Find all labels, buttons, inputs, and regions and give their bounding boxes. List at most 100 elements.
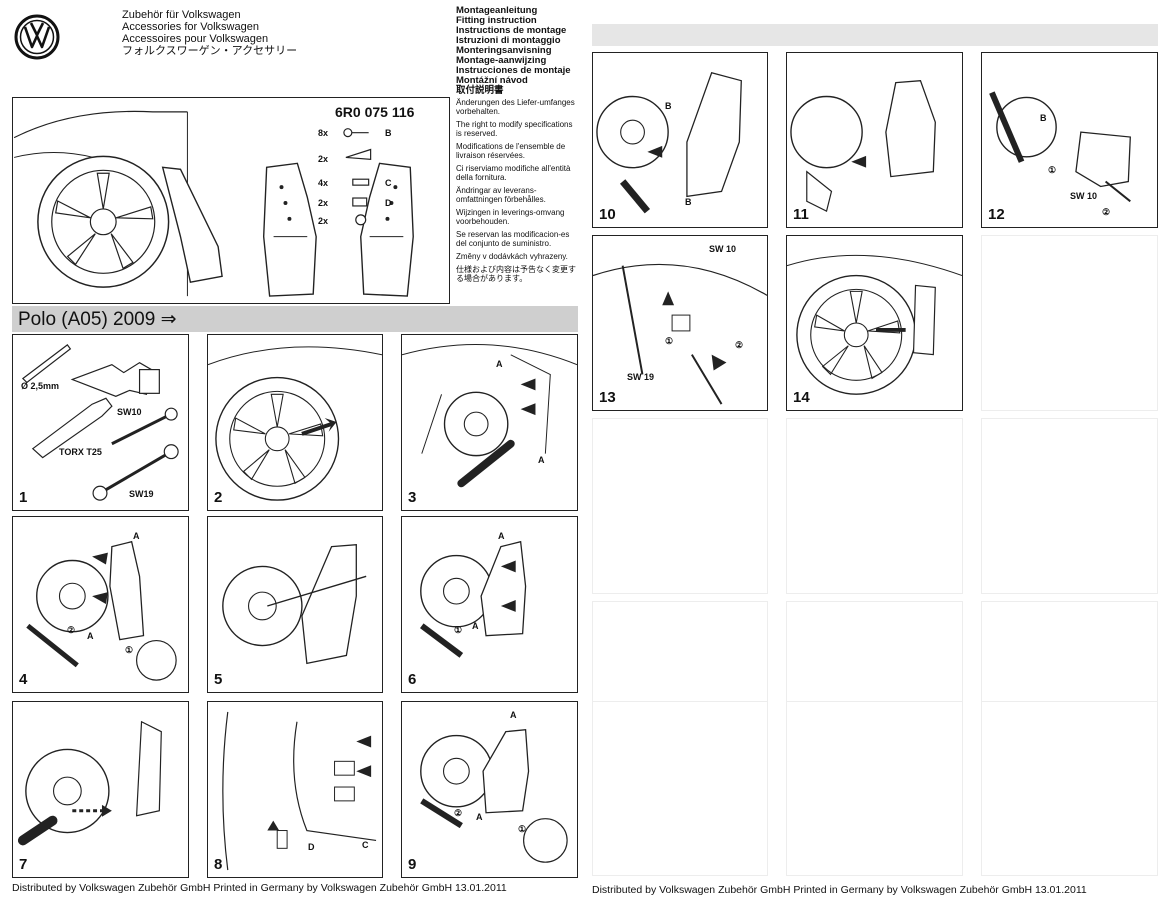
overview-panel: 6R0 075 116 8x B 2x 4x C 2x D 2x [12,97,450,304]
step-number: 14 [793,389,810,406]
instructions-title: Montageanleitung Fitting instruction Ins… [456,6,580,96]
part-row: 2x [318,198,329,208]
step-number: 1 [19,489,28,506]
label-circle-1: ① [665,336,674,346]
step-panel-4: A A ② ① 4 [12,516,189,693]
part-row: 2x [318,216,329,226]
rear-screw-illustration [790,80,936,213]
label-b: B [1040,113,1047,123]
part-letter: B [385,128,392,138]
note: Změny v dodávkách vyhrazeny. [456,252,568,261]
step-number: 11 [793,206,809,223]
label-a: A [476,812,483,822]
step-number: 9 [408,856,417,873]
step-number: 13 [599,389,616,406]
ghost-panel [981,601,1158,777]
instr-line: Montageanleitung [456,5,538,16]
step-panel-6: A A ① 6 [401,516,578,693]
step-panel-13: SW 10 SW 19 ① ② 13 [592,235,768,411]
instr-line: 取付説明書 [456,85,504,96]
part-row: 2x [318,154,329,164]
step-number: 10 [599,206,616,223]
ghost-panel [786,601,963,777]
part-letter: D [385,198,392,208]
label-circle-1: ① [518,824,527,834]
step-number: 5 [214,671,223,688]
label-a: A [510,710,517,720]
label-a: A [472,621,479,631]
tool-torx-label: TORX T25 [59,447,102,457]
inner-clip-illustration [593,263,767,405]
rear-nut-illustration [989,91,1131,203]
label-circle-1: ① [1048,165,1057,175]
note: Se reservan las modificacion-es del conj… [456,230,570,248]
label-circle-1: ① [454,625,463,635]
rear-mudflap-illustration [420,728,568,863]
ghost-panel [592,418,768,594]
ghost-panel [592,701,768,876]
step-panel-5: 5 [207,516,383,693]
label-d: D [308,842,315,852]
label-circle-2: ② [735,340,744,350]
wheel-refit-illustration [17,720,162,846]
vw-logo [14,14,60,60]
step-panel-14: 14 [786,235,963,411]
brand-line: Zubehör für Volkswagen [122,9,241,21]
model-banner: Polo (A05) 2009 ⇒ [12,306,578,332]
notes-column: Änderungen des Liefer-umfanges vorbehalt… [456,98,578,287]
tool-drill-label: Ø 2,5mm [21,381,60,391]
tool-sw19-label: SW19 [129,489,154,499]
tools-illustration [21,344,179,501]
rear-bolt-illustration [596,71,742,214]
step-number: 6 [408,671,417,688]
ghost-panel [592,601,768,777]
right-header-banner [592,24,1158,46]
footer-left: Distributed by Volkswagen Zubehör GmbH P… [12,882,507,894]
brand-line: Accessoires pour Volkswagen [122,33,269,45]
ghost-panel [981,418,1158,594]
step-panel-9: A A ② ① 9 [401,701,578,878]
label-a: A [87,631,94,641]
instr-line: Montage-aanwijzing [456,55,547,66]
instr-line: Monteringsanvisning [456,45,552,56]
step-panel-1: Ø 2,5mm TORX T25 SW10 SW19 1 [12,334,189,511]
step-panel-11: 11 [786,52,963,228]
mudflap-bolt-illustration [419,540,527,658]
label-sw19: SW 19 [627,372,655,382]
instr-line: Instructions de montage [456,25,567,36]
step-panel-2: 2 [207,334,383,511]
tool-sw10-label: SW10 [117,407,142,417]
ghost-panel [786,701,963,876]
final-wheel-illustration [787,254,962,395]
label-circle-2: ② [1102,207,1111,217]
note: Ci riserviamo modifiche all'entità della… [456,164,571,182]
instr-line: Istruzioni di montaggio [456,35,561,46]
step-panel-8: C D 8 [207,701,383,878]
step-number: 8 [214,856,223,873]
model-title: Polo (A05) 2009 ⇒ [18,309,177,330]
overview-illustration [13,110,414,297]
label-b: B [665,101,672,111]
note: The right to modify specifications is re… [456,120,573,138]
ghost-panel [981,701,1158,876]
step-number: 4 [19,671,28,688]
mudflap-fit-illustration [26,540,177,681]
footer-right: Distributed by Volkswagen Zubehör GmbH P… [592,884,1087,896]
step-number: 2 [214,489,223,506]
step-panel-10: B B 10 [592,52,768,228]
brake-assembly-illustration [402,343,577,488]
step-number: 7 [19,856,28,873]
step-panel-12: B SW 10 ① ② 12 [981,52,1158,228]
brand-line: Accessories for Volkswagen [122,21,259,33]
instr-line: Montážní návod [456,75,528,86]
clip-fitting-illustration [222,711,377,871]
label-sw10: SW 10 [709,244,737,254]
step-panel-3: A A 3 [401,334,578,511]
label-sw10: SW 10 [1070,191,1098,201]
label-b: B [685,197,692,207]
instr-line: Fitting instruction [456,15,537,26]
step-panel-7: 7 [12,701,189,878]
label-a: A [538,455,545,465]
step-number: 12 [988,206,1005,223]
note: Änderungen des Liefer-umfanges vorbehalt… [456,98,575,116]
